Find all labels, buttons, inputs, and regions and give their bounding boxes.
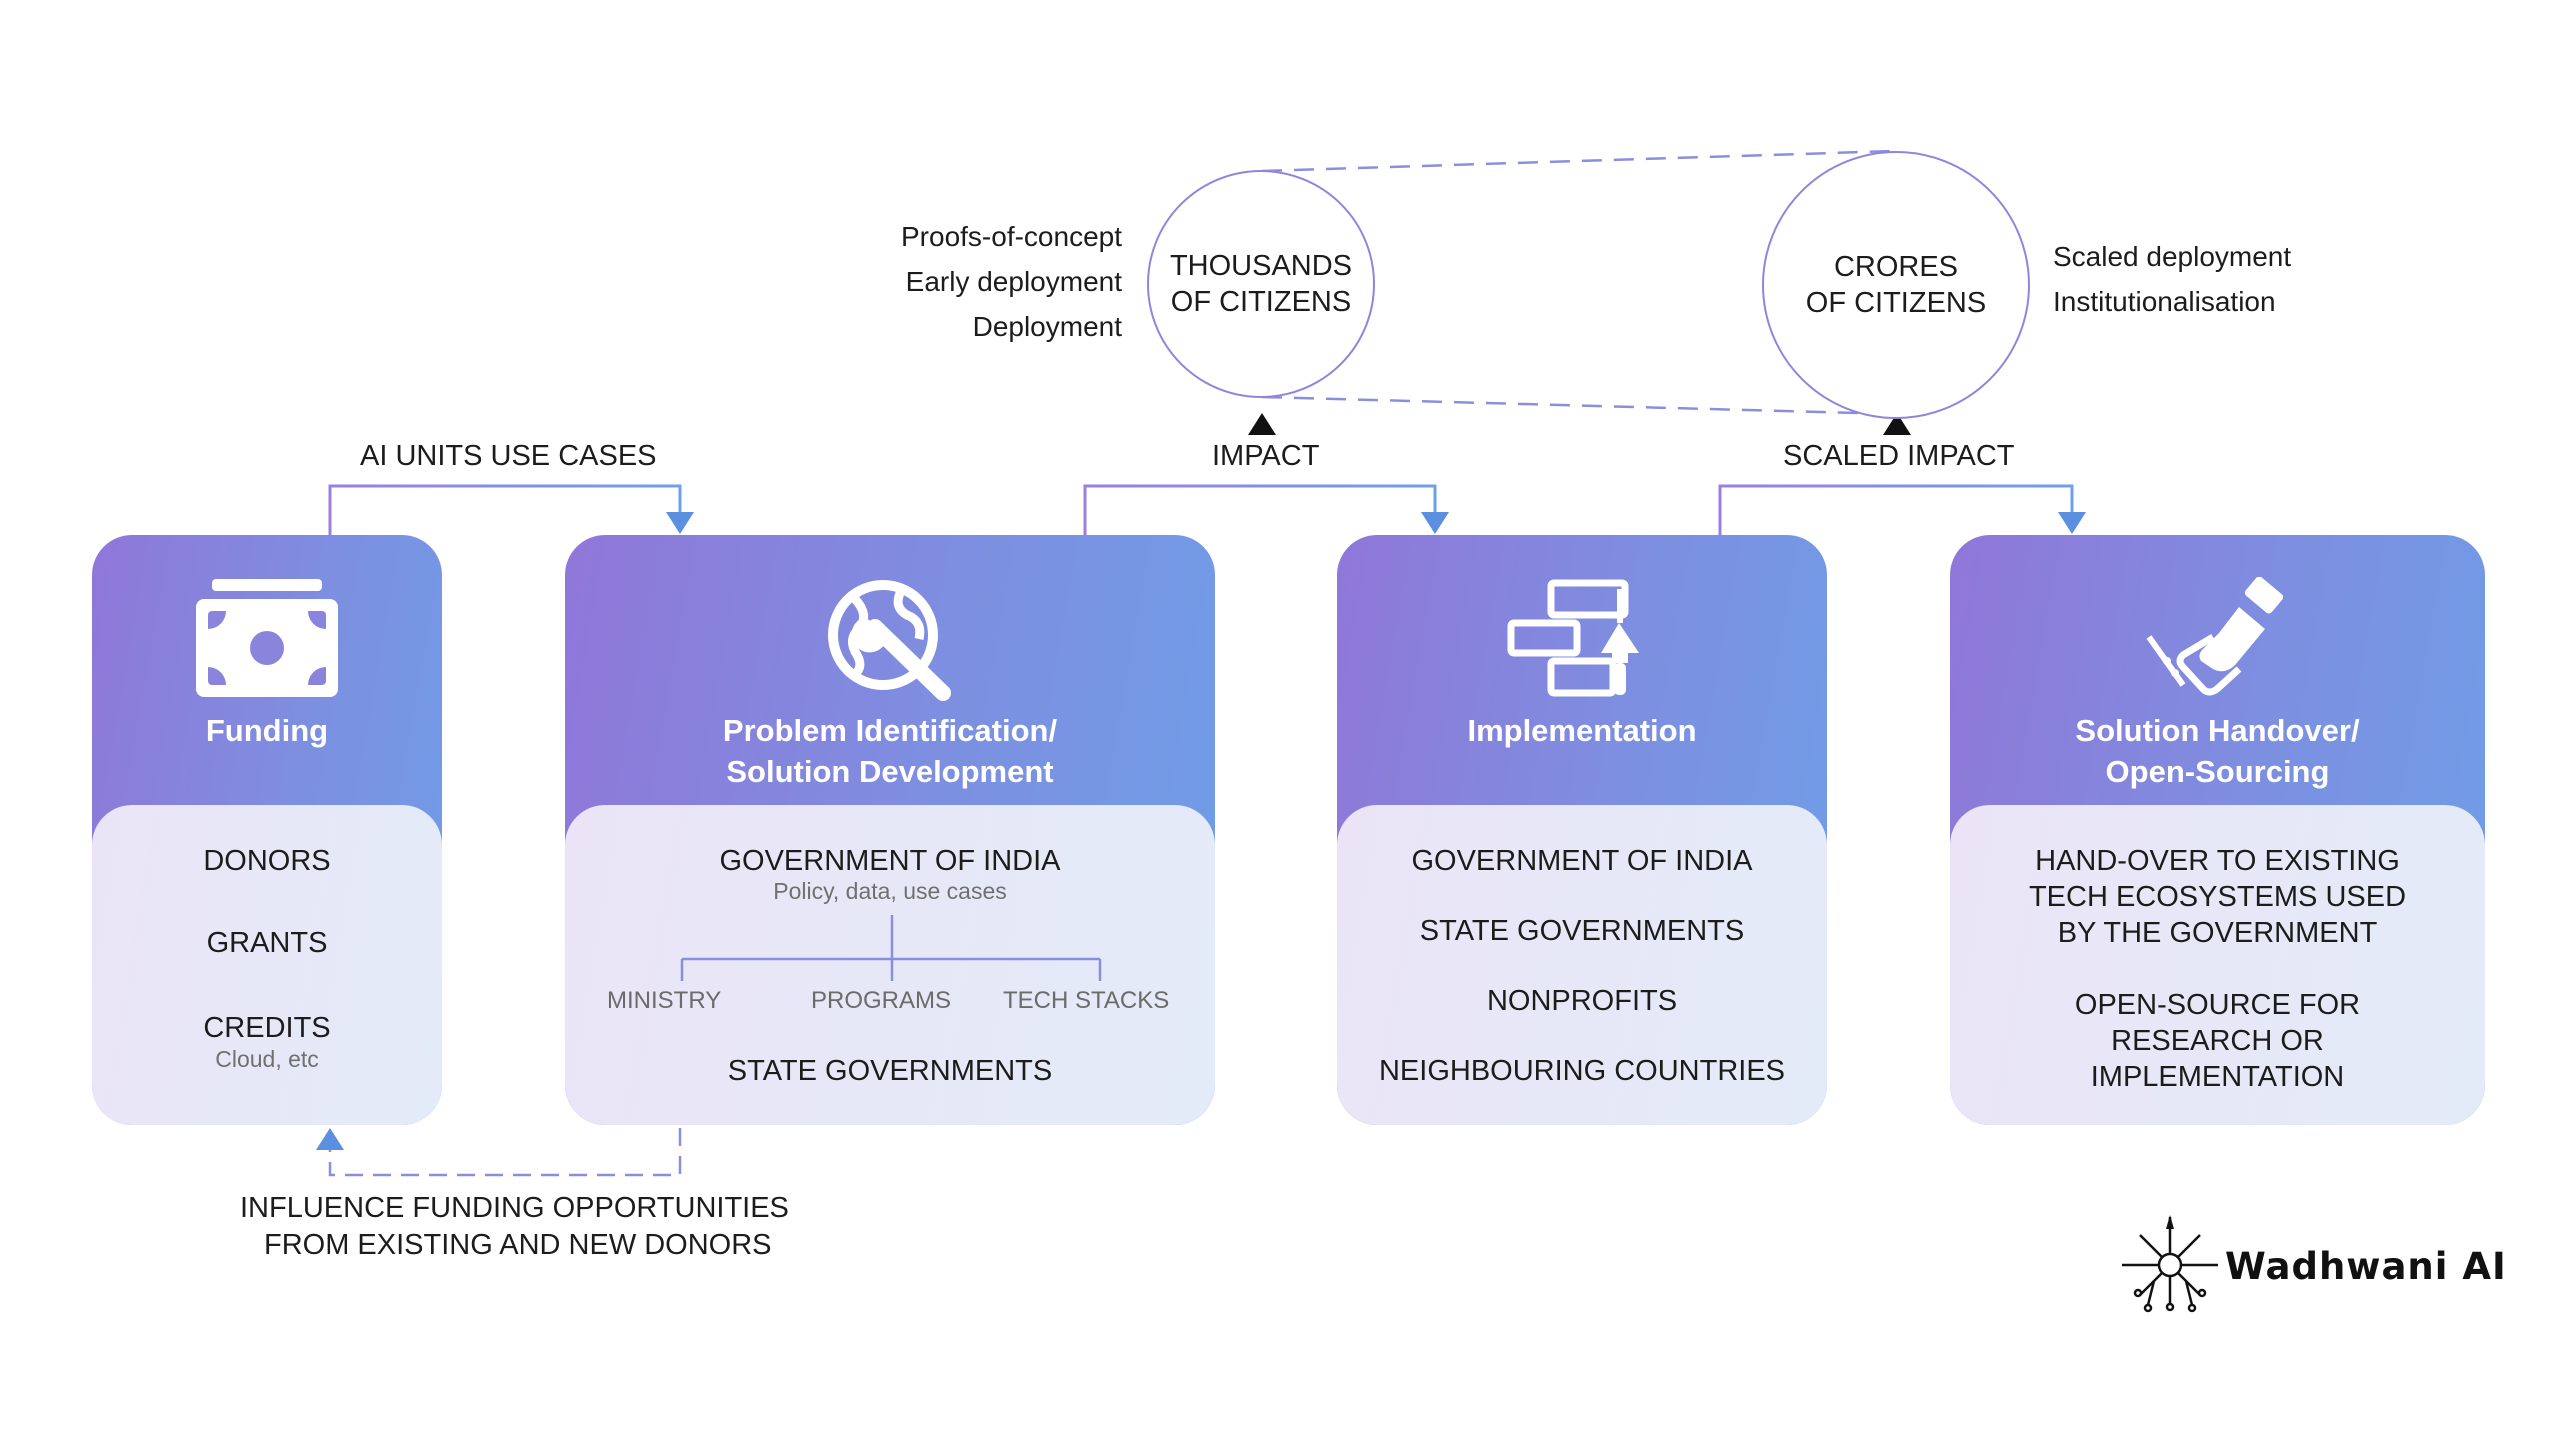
solution-handover-card: Solution Handover/ Open-Sourcing HAND-OV… [1950,535,2485,1125]
branch-programs: PROGRAMS [811,987,952,1014]
funding-credits-note: Cloud, etc [215,1046,319,1072]
globe-wrench-icon [828,580,951,701]
problem-gov-note: Policy, data, use cases [773,878,1007,904]
scaled-impact-connector [1718,484,2074,535]
crores-of-citizens-circle: CRORES OF CITIZENS [1762,151,2030,419]
implementation-title: Implementation [1467,713,1697,748]
influence-arrowhead [316,1128,344,1150]
logo-text: Wadhwani AI [2225,1245,2507,1288]
handover-title-line2: Open-Sourcing [2105,754,2330,789]
impact-label: IMPACT [1212,440,1320,472]
stage-proofs-of-concept: Proofs-of-concept [901,221,1122,252]
scaled-impact-label: SCALED IMPACT [1783,440,2015,472]
funding-card: Funding DONORS GRANTS CREDITS Cloud, etc [92,535,442,1125]
influence-label-line1: INFLUENCE FUNDING OPPORTUNITIES [240,1192,789,1224]
problem-title: Problem Identification/ Solution Develop… [565,710,1215,792]
stages-left: Proofs-of-concept Early deployment Deplo… [901,214,1122,349]
funding-grants: GRANTS [206,927,328,959]
thousands-pointer [1248,413,1276,435]
circles-dashed-bottom [1261,395,1896,416]
funding-donors: DONORS [203,845,331,877]
stages-right: Scaled deployment Institutionalisation [2053,234,2291,324]
branch-lines [680,915,1102,981]
handover-item-2-line2: RESEARCH OR [2111,1025,2324,1057]
banknote-icon [196,579,338,697]
impl-state-governments: STATE GOVERNMENTS [1419,915,1745,947]
thousands-of-citizens-circle: THOUSANDS OF CITIZENS [1147,170,1375,398]
handover-item-1-line1: HAND-OVER TO EXISTING [2035,845,2400,877]
influence-label-line2: FROM EXISTING AND NEW DONORS [264,1229,772,1261]
impact-arrowhead [1421,512,1449,534]
problem-title-line2: Solution Development [726,754,1054,789]
stage-deployment: Deployment [972,311,1122,342]
impl-neighbouring-countries: NEIGHBOURING COUNTRIES [1378,1055,1786,1087]
funding-title: Funding [205,713,329,748]
wadhwani-ai-logo: Wadhwani AI [2120,1215,2530,1315]
funding-credits: CREDITS [203,1012,331,1044]
impact-connector [1083,484,1437,535]
circles-dashed-top [1261,149,1896,173]
ai-units-arrowhead [666,512,694,534]
crores-line1: CRORES [1833,251,1959,283]
influence-dashed-connector [328,1128,682,1177]
problem-gov-india: GOVERNMENT OF INDIA [719,845,1061,877]
problem-title-line1: Problem Identification/ [722,713,1058,748]
stage-scaled-deployment: Scaled deployment [2053,241,2292,272]
stage-institutionalisation: Institutionalisation [2053,286,2276,317]
crores-pointer [1883,413,1911,435]
bricks-trowel-icon [1507,579,1639,697]
impl-nonprofits: NONPROFITS [1486,985,1678,1017]
handover-title: Solution Handover/ Open-Sourcing [1950,710,2485,792]
handover-item-1-line2: TECH ECOSYSTEMS USED [2028,881,2407,913]
scaled-impact-arrowhead [2058,512,2086,534]
ai-units-label: AI UNITS USE CASES [360,440,657,472]
problem-identification-card: Problem Identification/ Solution Develop… [565,535,1215,1125]
problem-state-governments: STATE GOVERNMENTS [727,1055,1053,1087]
thousands-line2: OF CITIZENS [1170,286,1352,318]
handover-title-line1: Solution Handover/ [2075,713,2360,748]
crores-line2: OF CITIZENS [1805,287,1987,319]
ai-units-connector [328,484,682,535]
thousands-line1: THOUSANDS [1169,250,1353,282]
implementation-card: Implementation GOVERNMENT OF INDIA STATE… [1337,535,1827,1125]
stage-early-deployment: Early deployment [905,266,1122,297]
handover-item-2: OPEN-SOURCE FOR RESEARCH OR IMPLEMENTATI… [1950,987,2485,1095]
star-burst-logo-icon [2122,1215,2218,1313]
handover-item-2-line1: OPEN-SOURCE FOR [2074,989,2361,1021]
impl-gov-india: GOVERNMENT OF INDIA [1411,845,1753,877]
branch-ministry: MINISTRY [607,987,722,1014]
branch-tech-stacks: TECH STACKS [1003,987,1170,1014]
handover-item-1: HAND-OVER TO EXISTING TECH ECOSYSTEMS US… [1950,843,2485,951]
handover-item-1-line3: BY THE GOVERNMENT [2057,917,2378,949]
handshake-icon [2146,577,2283,696]
handover-item-2-line3: IMPLEMENTATION [2090,1061,2345,1093]
